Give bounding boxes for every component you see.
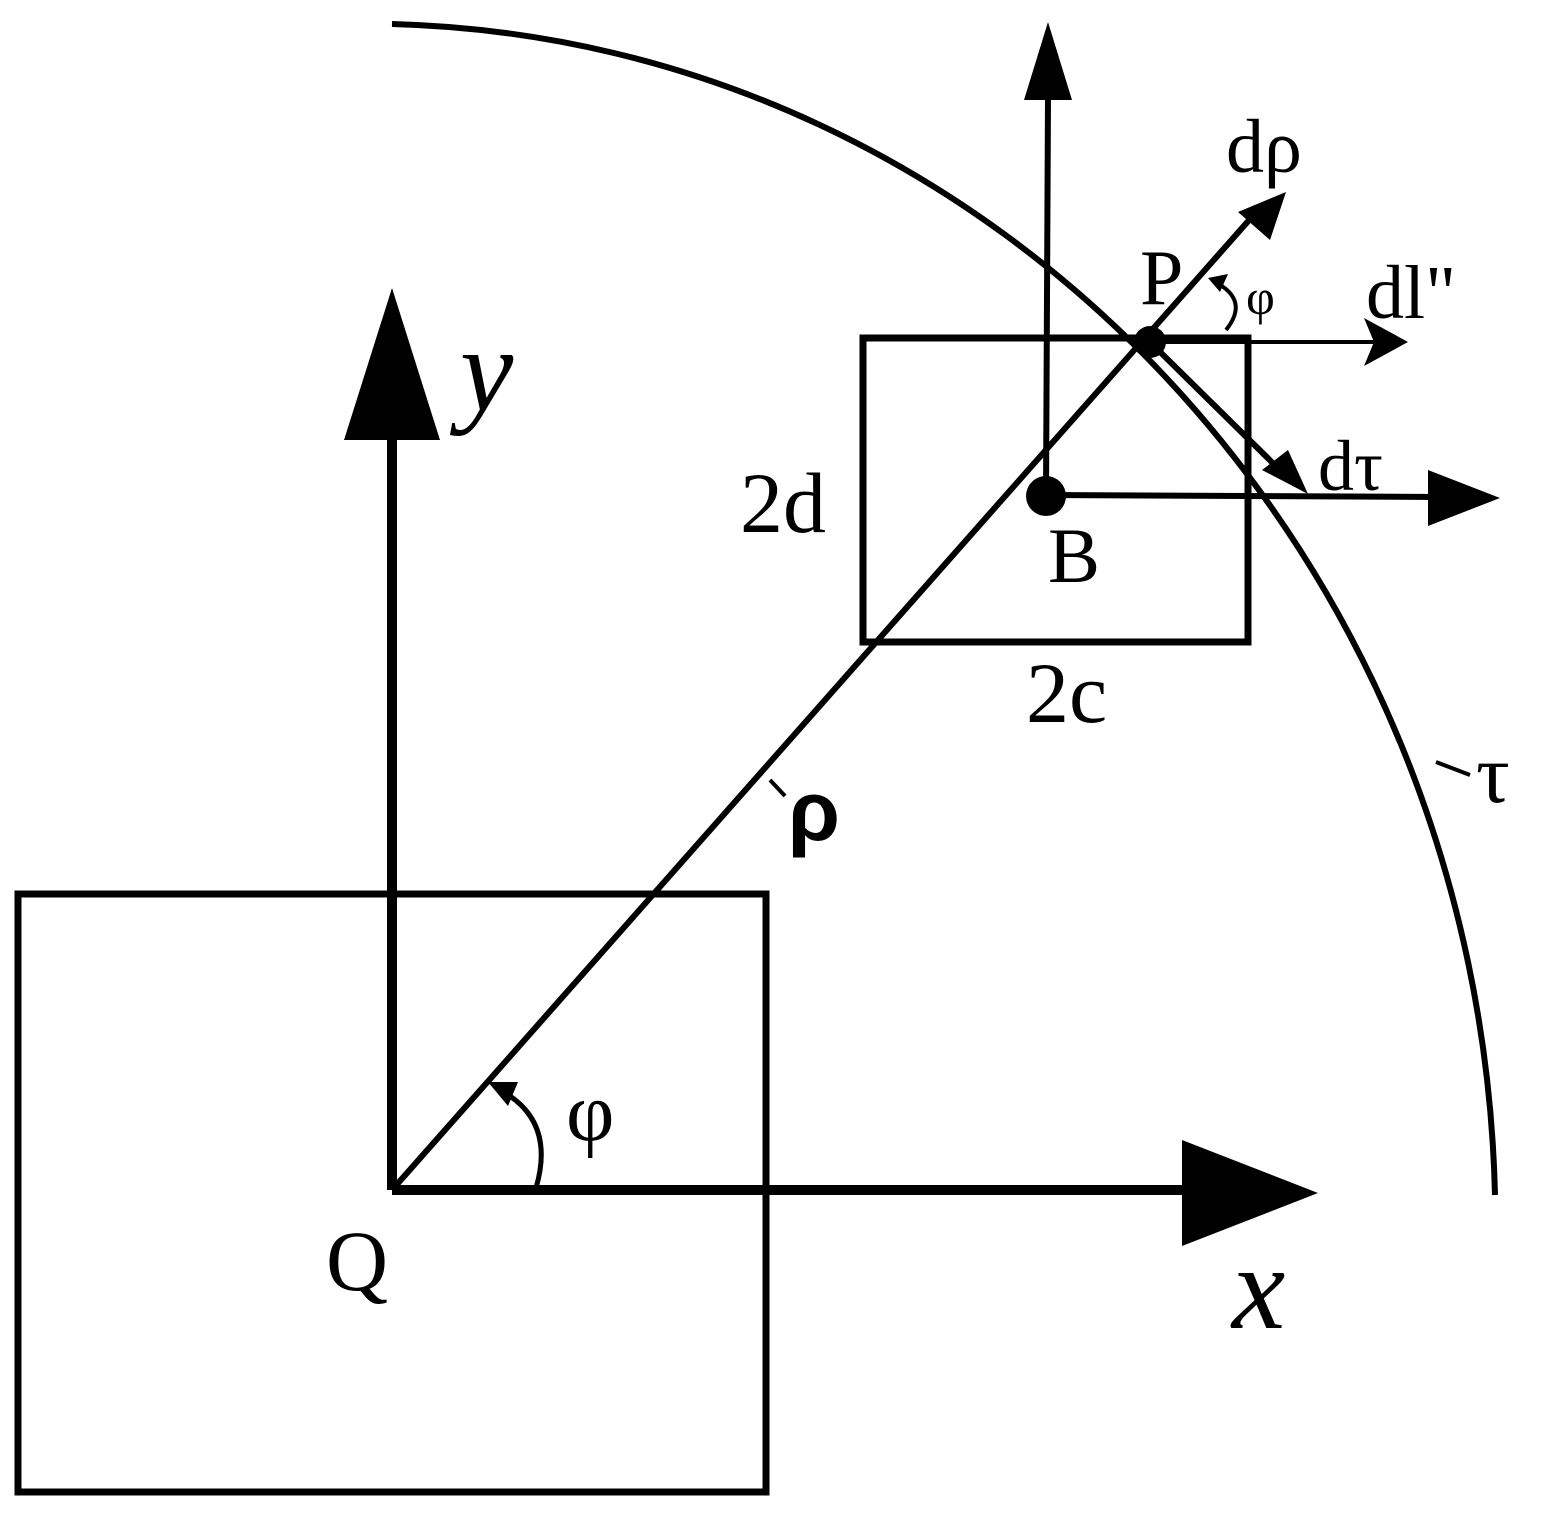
p-angle-label: φ [1246, 269, 1275, 325]
origin-angle-label: φ [566, 1066, 614, 1159]
x-axis-arrowhead [1182, 1140, 1318, 1246]
radius-label: ρ [788, 764, 840, 858]
point-b-dot [1026, 476, 1066, 516]
tau-label: τ [1476, 728, 1510, 821]
d-rho-label: dρ [1226, 105, 1302, 189]
d-rho-arrowhead [1238, 192, 1286, 240]
origin-angle-arc [498, 1087, 544, 1189]
local-y-axis-line [1043, 97, 1051, 496]
dl-arrowhead [1364, 318, 1408, 366]
point-p-label: P [1140, 234, 1183, 321]
tangent-line [1147, 339, 1293, 483]
dl-label: dl" [1366, 251, 1456, 335]
rho-tick [768, 778, 787, 798]
point-p-dot [1134, 326, 1166, 358]
b-horizontal-line [1045, 492, 1441, 500]
small-rectangle [859, 334, 1252, 646]
b-horizontal-arrowhead [1428, 470, 1500, 526]
d-tau-label: dτ [1318, 426, 1383, 506]
tau-arc [391, 21, 1498, 1196]
x-axis-label: x [1230, 1221, 1285, 1354]
y-axis-label: y [449, 303, 514, 436]
origin-label: Q [326, 1213, 388, 1309]
y-axis-arrowhead [344, 288, 440, 440]
point-b-label: B [1048, 512, 1100, 599]
width-label: 2c [1026, 645, 1107, 741]
height-label: 2d [740, 455, 826, 551]
p-angle-arrowhead [1208, 274, 1228, 292]
origin-angle-arrowhead [488, 1082, 518, 1106]
local-y-axis-arrowhead [1024, 22, 1072, 100]
d-tau-arrowhead [1262, 450, 1308, 494]
radius-line [389, 208, 1261, 1192]
tau-tick [1435, 760, 1471, 777]
